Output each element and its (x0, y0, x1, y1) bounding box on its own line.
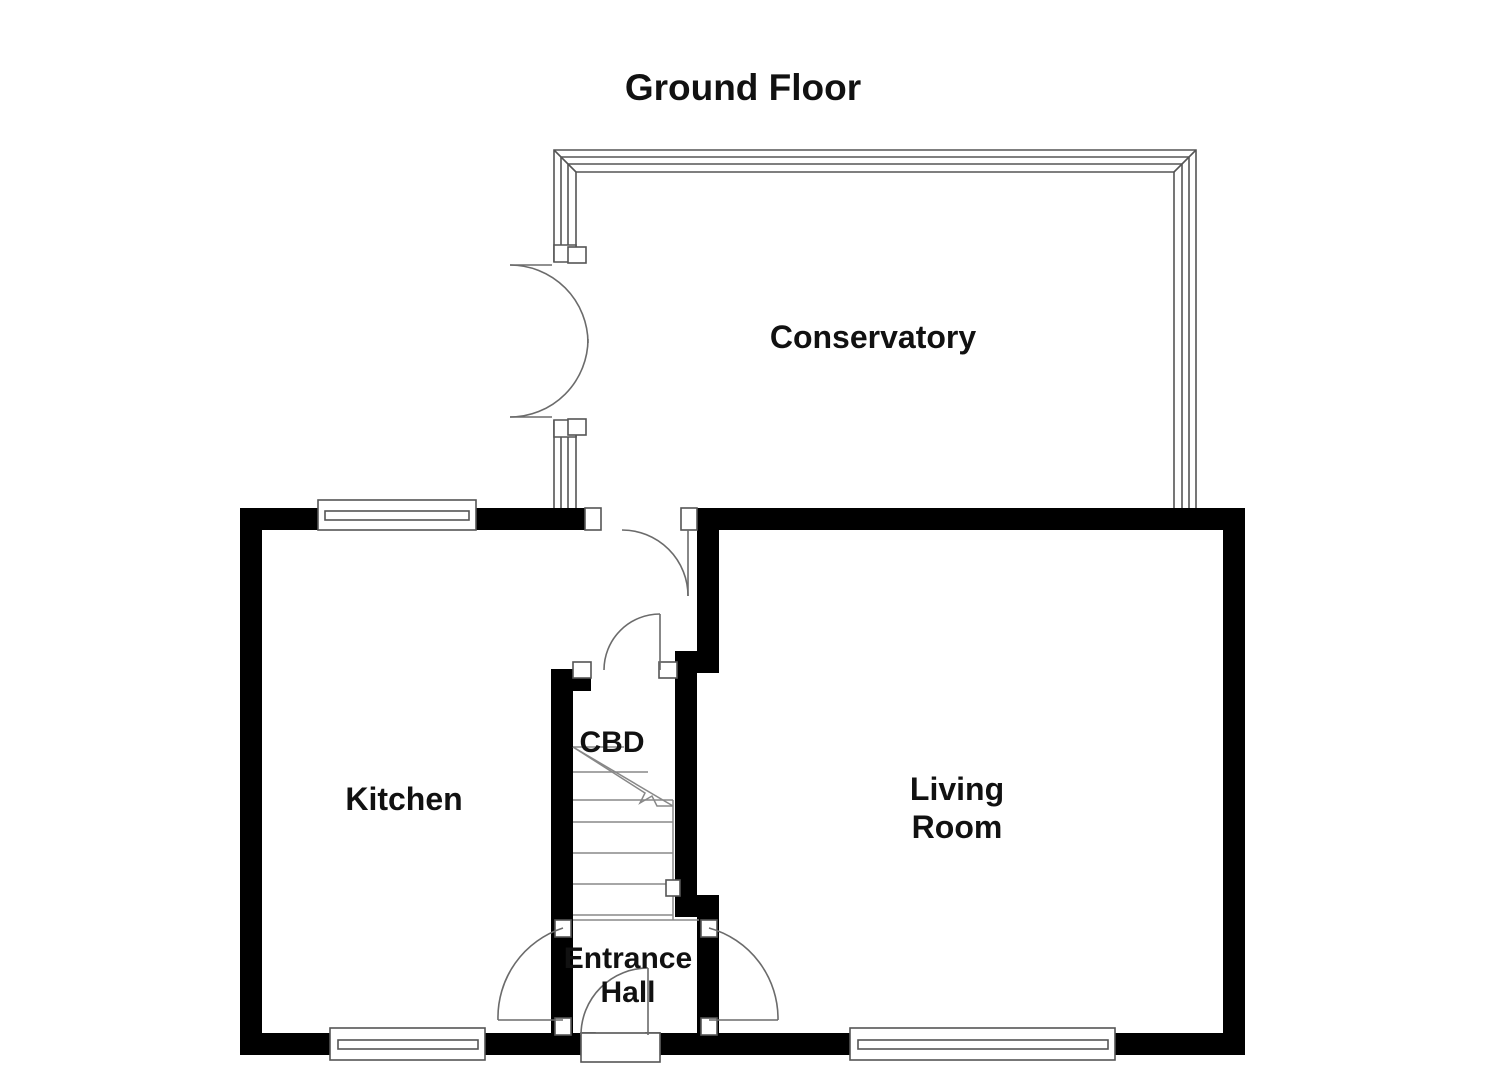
door-arc (603, 613, 661, 671)
conservatory-door-opening-mask (552, 262, 580, 420)
room-label-entrance-hall-line1: Entrance (564, 942, 692, 975)
room-label-conservatory: Conservatory (770, 319, 977, 355)
conservatory-french-doors[interactable] (509, 264, 589, 418)
living-front-window (849, 1027, 1116, 1061)
conservatory-door-stop-lower (567, 418, 587, 436)
kitchen-front-window (329, 1027, 486, 1061)
french-door-arc-upper (509, 264, 589, 344)
room-label-living-room-line1: Living (910, 771, 1004, 807)
wall-living-left-upper (697, 508, 719, 673)
room-label-kitchen: Kitchen (345, 781, 462, 817)
window-pane (324, 510, 470, 521)
jamb-cbd-left (572, 661, 592, 679)
jamb-conservatory-right (680, 507, 698, 531)
wall-living-rear (697, 508, 1245, 530)
wall-left-exterior (240, 508, 262, 1055)
kitchen-conservatory-door[interactable] (621, 529, 689, 597)
window-pane (857, 1039, 1109, 1050)
door-arc (708, 927, 779, 1021)
wall-cbd-stairs-right (675, 651, 697, 917)
jamb-cbd-right (658, 661, 678, 679)
door-arc (497, 927, 564, 1021)
front-door-threshold (580, 1032, 661, 1063)
room-label-living-room-line2: Room (912, 809, 1003, 845)
front-door[interactable] (580, 967, 661, 1063)
jamb-hall-kitchen (554, 1017, 572, 1036)
room-label-cbd: CBD (580, 726, 645, 759)
jamb-hall-living (700, 1017, 718, 1036)
door-arc (621, 529, 689, 597)
french-door-arc-lower (509, 338, 589, 418)
kitchen-rear-window (317, 499, 477, 531)
conservatory-mitre-topleft (553, 149, 577, 173)
room-label-entrance-hall-line2: Hall (600, 976, 655, 1009)
staircase (572, 746, 681, 920)
jamb-conservatory-left (584, 507, 602, 531)
stair-break-line (572, 746, 673, 807)
wall-nib-kitchen-top (563, 508, 585, 530)
hall-kitchen-door[interactable] (497, 927, 564, 1021)
cbd-door[interactable] (603, 613, 661, 671)
wall-right-exterior (1223, 508, 1245, 1055)
conservatory-door-stop-upper (567, 246, 587, 264)
window-pane (337, 1039, 479, 1050)
wall-kitchen-hall-divider (551, 669, 573, 1055)
stair-newel-post (665, 879, 681, 897)
page-title: Ground Floor (625, 67, 861, 108)
stair-upper-stringer (572, 746, 674, 807)
front-door-arc (580, 967, 649, 1036)
conservatory-mitre-topright (1173, 149, 1197, 173)
hall-living-door[interactable] (708, 927, 779, 1021)
